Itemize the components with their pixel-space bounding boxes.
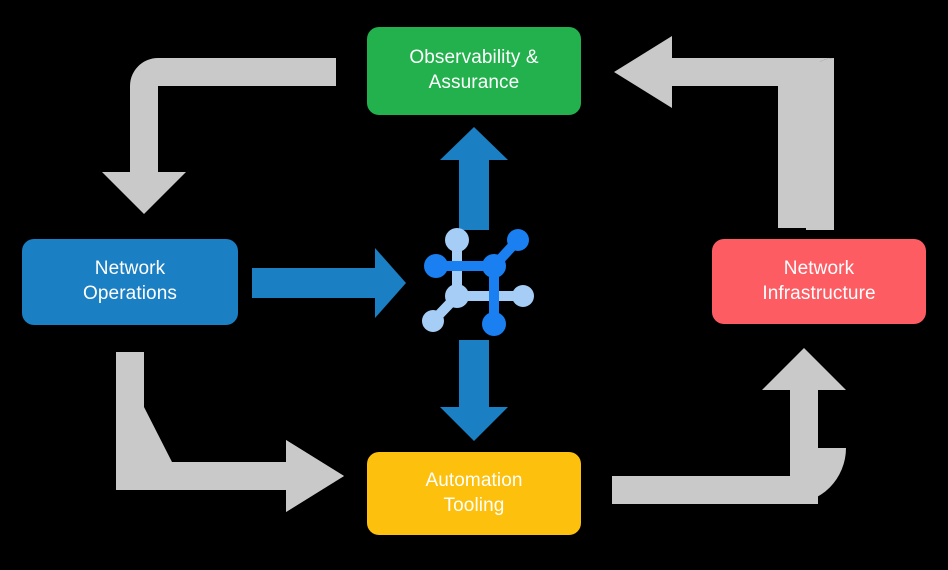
arrow-center-to-automation <box>440 340 508 441</box>
arrow-automation-to-infrastructure-shaft <box>612 476 790 504</box>
node-observability-assurance[interactable]: Observability & Assurance <box>367 27 581 115</box>
arrow-observability-to-operations <box>102 58 336 214</box>
network-topology-icon <box>422 228 534 336</box>
arrow-infrastructure-to-observability-elbow <box>806 58 834 230</box>
node-automation-tooling[interactable]: Automation Tooling <box>367 452 581 535</box>
icon-node-center <box>482 254 506 278</box>
arrow-automation-to-infrastructure-stem <box>790 390 818 476</box>
icon-node-middle <box>445 284 469 308</box>
icon-node-left <box>424 254 448 278</box>
icon-node-top-right <box>507 229 529 251</box>
arrow-operations-to-center <box>252 248 406 318</box>
arrow-infrastructure-to-observability-shaft <box>614 36 806 108</box>
node-network-infrastructure[interactable]: Network Infrastructure <box>712 239 926 324</box>
arrow-operations-to-automation-shaft <box>144 440 344 512</box>
icon-node-bottom-left <box>422 310 444 332</box>
arrow-center-to-observability <box>440 127 508 230</box>
icon-node-right <box>512 285 534 307</box>
icon-node-top <box>445 228 469 252</box>
icon-node-bottom-center <box>482 312 506 336</box>
node-network-operations[interactable]: Network Operations <box>22 239 238 325</box>
